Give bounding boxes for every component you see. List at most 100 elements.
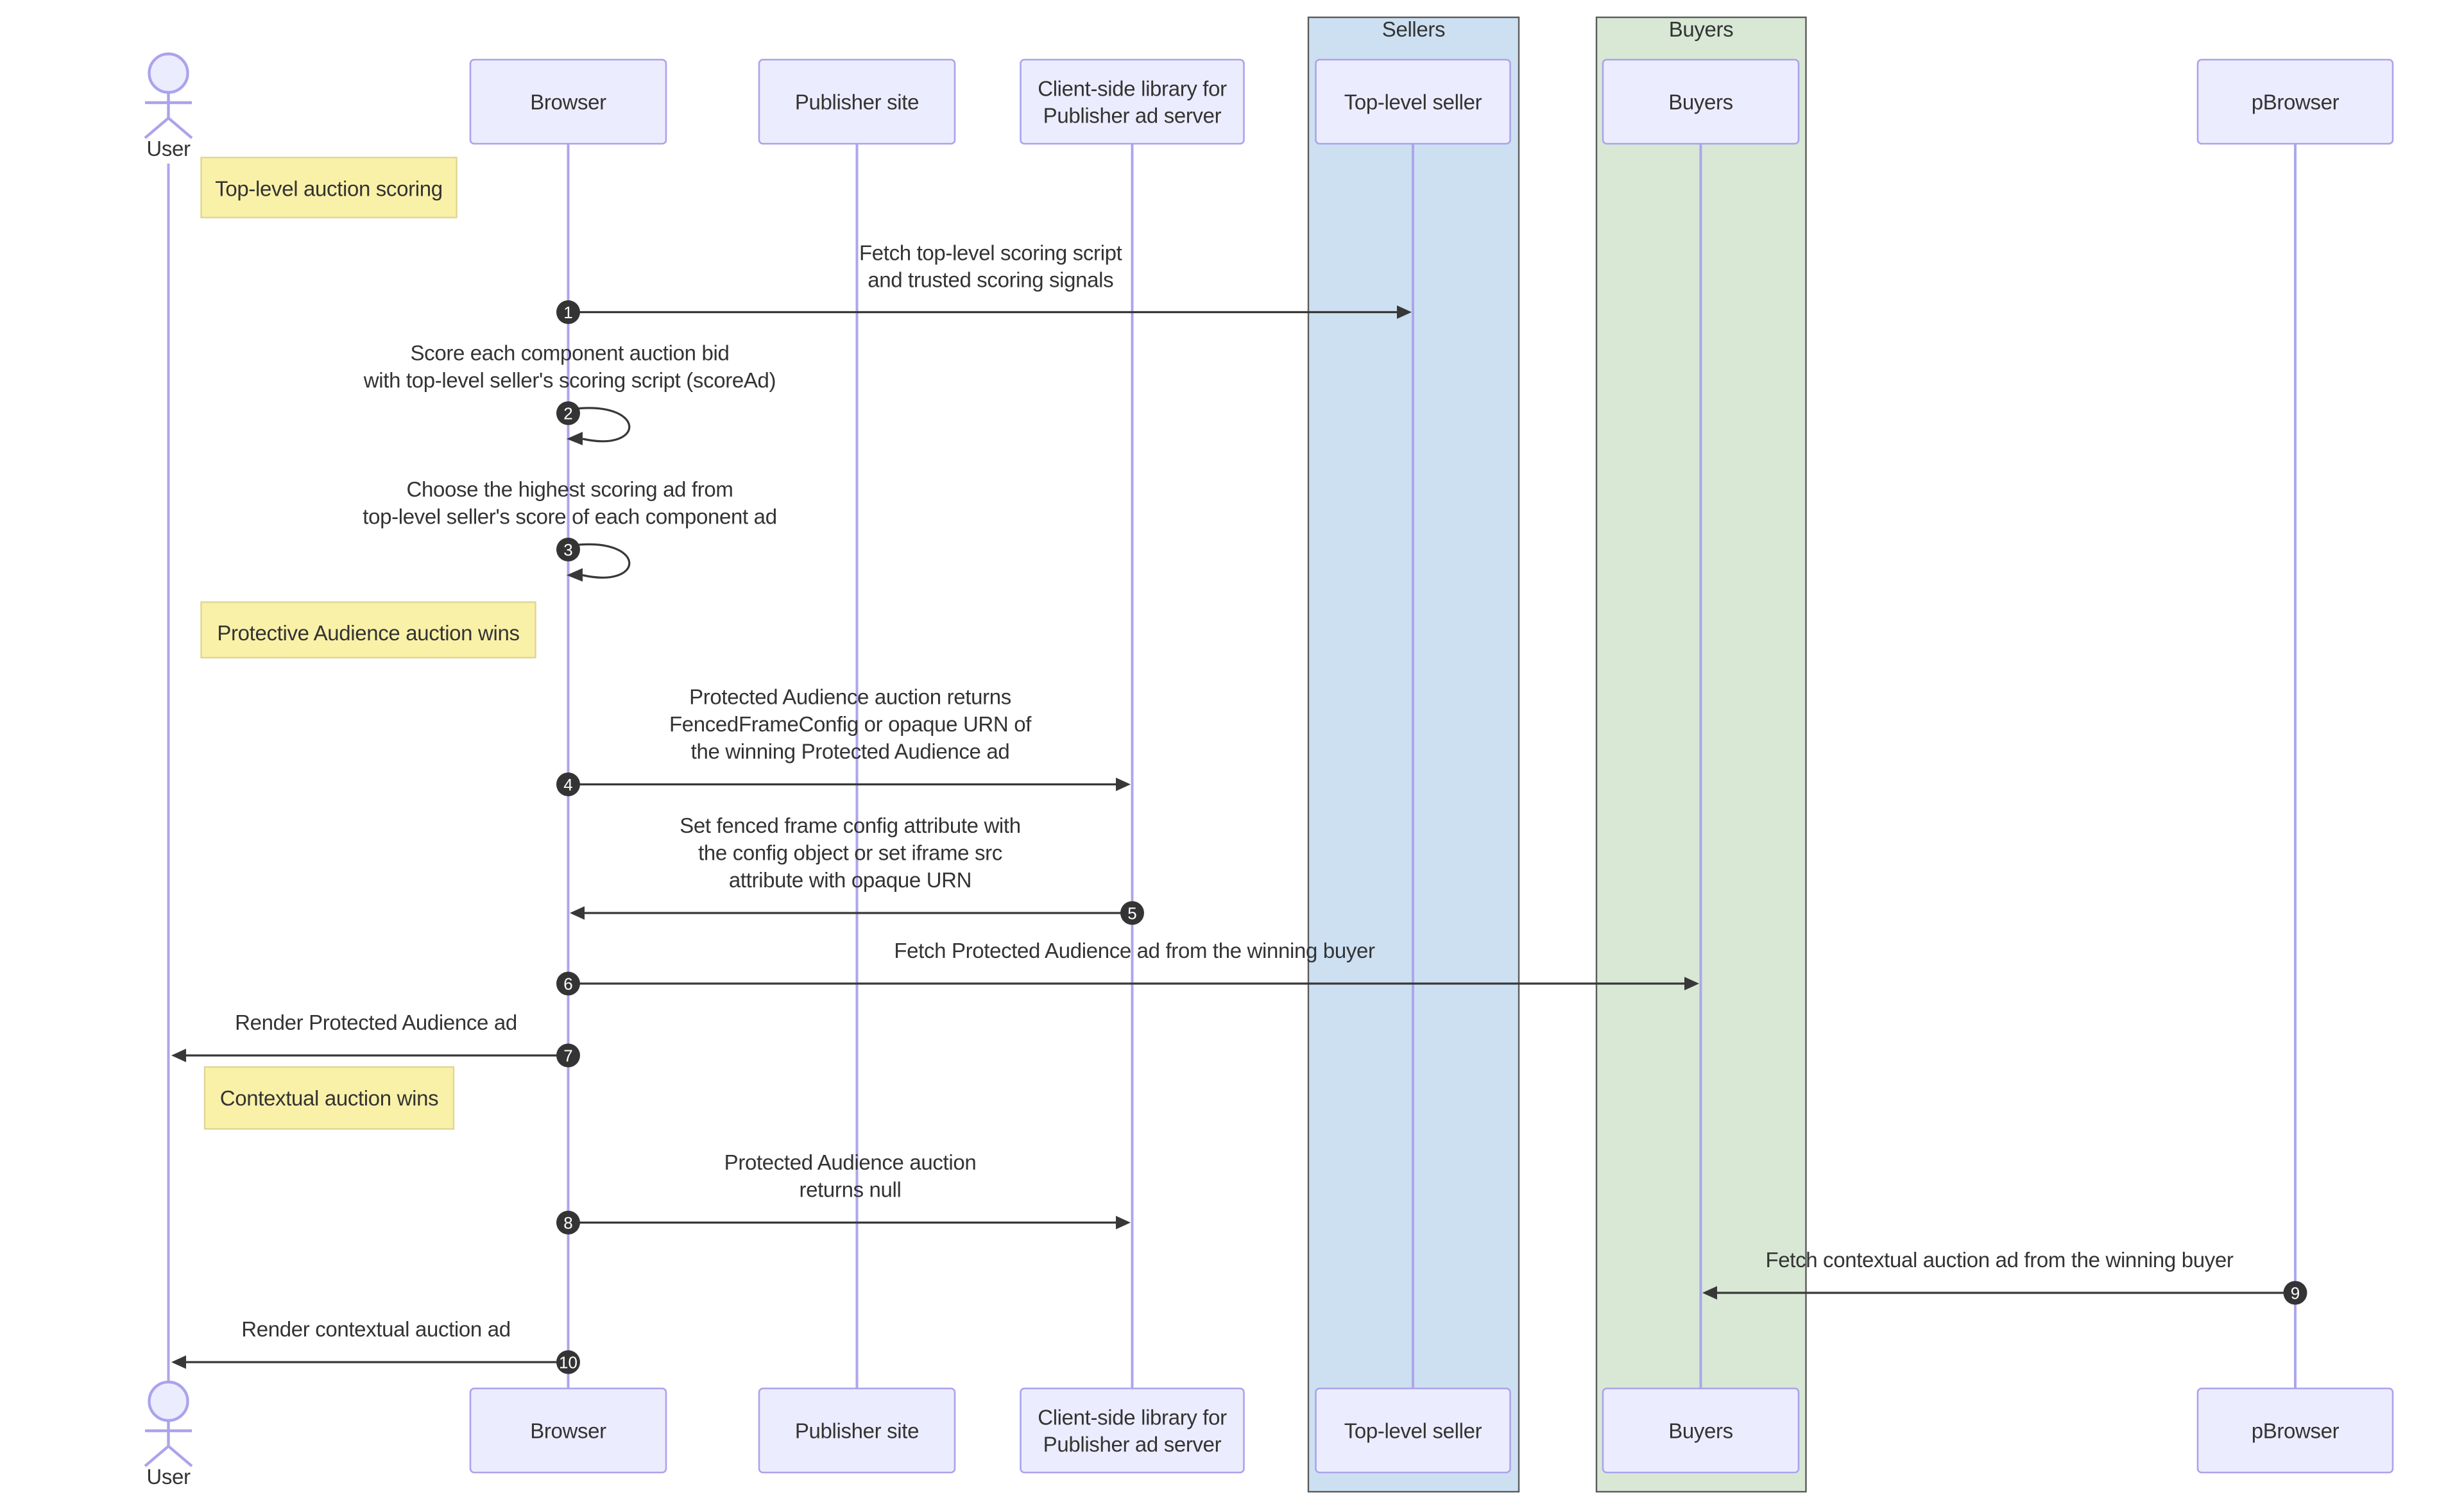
message-8: Protected Audience auction returns null … [556, 1150, 1131, 1234]
participant-publisher-site-label-top: Publisher site [795, 90, 919, 114]
message-7: Render Protected Audience ad 7 [171, 1011, 580, 1068]
user-head-icon [148, 52, 189, 94]
message-10-number-circle [556, 1350, 580, 1374]
message-7-number-circle [556, 1043, 580, 1068]
message-6-text: Fetch Protected Audience ad from the win… [894, 939, 1375, 962]
participant-client-side-library-label1-bottom: Client-side library for [1038, 1406, 1227, 1429]
participants-bottom: Browser Publisher site Client-side libra… [469, 1387, 2394, 1474]
message-1-number: 1 [563, 303, 572, 322]
participant-pbrowser-top [2196, 58, 2394, 145]
note-protective-audience-auction-wins [200, 601, 536, 659]
message-3-arrowhead [567, 568, 583, 582]
message-3-text-line1: Choose the highest scoring ad from [406, 477, 733, 501]
note-contextual-auction-wins-text: Contextual auction wins [220, 1086, 438, 1110]
message-2-text-line2: with top-level seller's scoring script (… [363, 368, 776, 392]
note-protective-audience-auction-wins-text: Protective Audience auction wins [217, 621, 519, 645]
message-2-text-line1: Score each component auction bid [411, 341, 730, 365]
user-head-icon-bottom [148, 1380, 189, 1422]
message-6-arrowhead [1684, 977, 1699, 991]
message-5: Set fenced frame config attribute with t… [570, 814, 1144, 925]
user-body-icon [144, 92, 193, 139]
message-7-text: Render Protected Audience ad [235, 1011, 517, 1034]
message-2-self-loop [570, 407, 631, 443]
message-5-arrowhead [570, 906, 585, 920]
message-3-self-loop [570, 543, 631, 579]
actor-user-label-bottom: User [146, 1465, 191, 1489]
note-top-level-auction-scoring-text: Top-level auction scoring [215, 177, 442, 201]
participant-client-side-library-label2-bottom: Publisher ad server [1043, 1433, 1222, 1456]
message-4-text-line3: the winning Protected Audience ad [691, 740, 1010, 764]
participant-top-level-seller-label-top: Top-level seller [1344, 90, 1482, 114]
actor-user-bottom: User [144, 1380, 193, 1489]
message-4-number-circle [556, 772, 580, 796]
message-9: Fetch contextual auction ad from the win… [1702, 1248, 2307, 1305]
message-1-text-line2: and trusted scoring signals [868, 268, 1113, 292]
message-2-number: 2 [563, 404, 572, 423]
message-3: Choose the highest scoring ad from top-l… [363, 477, 777, 582]
participant-client-side-library-top [1020, 58, 1245, 145]
message-5-number: 5 [1127, 904, 1136, 923]
note-top-level-auction-scoring [200, 157, 458, 219]
message-7-arrowhead [171, 1048, 186, 1062]
message-8-arrowhead [1116, 1216, 1131, 1229]
participant-buyers-label-bottom: Buyers [1668, 1419, 1733, 1443]
buyers-box-label: Buyers [1669, 17, 1734, 41]
message-3-number-circle [556, 538, 580, 561]
message-2-arrowhead [567, 432, 583, 445]
message-6: Fetch Protected Audience ad from the win… [556, 939, 1699, 996]
message-6-number-circle [556, 971, 580, 996]
message-9-number-circle [2283, 1281, 2307, 1305]
message-2: Score each component auction bid with to… [363, 341, 776, 445]
message-5-text-line2: the config object or set iframe src [698, 841, 1002, 865]
participant-top-level-seller-label-bottom: Top-level seller [1344, 1419, 1482, 1443]
message-8-number: 8 [563, 1213, 572, 1233]
message-10: Render contextual auction ad 10 [171, 1317, 580, 1374]
participant-buyers-label-top: Buyers [1668, 90, 1733, 114]
notes: Top-level auction scoring Protective Aud… [200, 157, 536, 1130]
participant-publisher-site-label-bottom: Publisher site [795, 1419, 919, 1443]
participant-top-level-seller-bottom [1315, 1387, 1511, 1474]
participant-pbrowser-label-bottom: pBrowser [2252, 1419, 2340, 1443]
message-4-arrowhead [1116, 778, 1131, 791]
participant-pbrowser-label-top: pBrowser [2252, 90, 2340, 114]
message-8-text-line1: Protected Audience auction [724, 1150, 977, 1174]
participants-top: Browser Publisher site Client-side libra… [469, 58, 2394, 145]
note-contextual-auction-wins [203, 1066, 455, 1130]
actor-user-label-top: User [146, 137, 191, 160]
message-9-number: 9 [2291, 1284, 2300, 1303]
message-1-number-circle [556, 300, 580, 324]
message-4-text-line1: Protected Audience auction returns [689, 685, 1011, 709]
message-1-arrowhead [1397, 305, 1412, 319]
message-10-text: Render contextual auction ad [241, 1317, 511, 1341]
message-10-arrowhead [171, 1355, 186, 1369]
participant-browser-top [469, 58, 667, 145]
participant-pbrowser-bottom [2196, 1387, 2394, 1474]
message-4: Protected Audience auction returns Fence… [556, 685, 1131, 796]
sellers-box-label: Sellers [1382, 17, 1445, 41]
message-9-arrowhead [1702, 1286, 1717, 1300]
message-6-number: 6 [563, 975, 572, 994]
message-7-number: 7 [563, 1046, 572, 1066]
user-body-icon-bottom [144, 1421, 193, 1467]
participant-buyers-top [1602, 58, 1800, 145]
message-3-text-line2: top-level seller's score of each compone… [363, 505, 776, 529]
message-1: Fetch top-level scoring script and trust… [556, 241, 1412, 324]
participant-browser-label-top: Browser [530, 90, 606, 114]
message-8-text-line2: returns null [799, 1178, 901, 1202]
message-9-text: Fetch contextual auction ad from the win… [1765, 1248, 2233, 1272]
message-1-text-line1: Fetch top-level scoring script [859, 241, 1122, 264]
message-8-number-circle [556, 1211, 580, 1234]
message-5-number-circle [1120, 901, 1144, 925]
message-4-number: 4 [563, 775, 572, 794]
participant-publisher-site-bottom [758, 1387, 956, 1474]
message-5-text-line3: attribute with opaque URN [729, 868, 971, 892]
message-4-text-line2: FencedFrameConfig or opaque URN of [669, 712, 1032, 736]
message-10-number: 10 [559, 1353, 578, 1372]
message-5-text-line1: Set fenced frame config attribute with [680, 814, 1021, 837]
message-3-number: 3 [563, 540, 572, 559]
participant-browser-label-bottom: Browser [530, 1419, 606, 1443]
participant-buyers-bottom [1602, 1387, 1800, 1474]
participant-browser-bottom [469, 1387, 667, 1474]
